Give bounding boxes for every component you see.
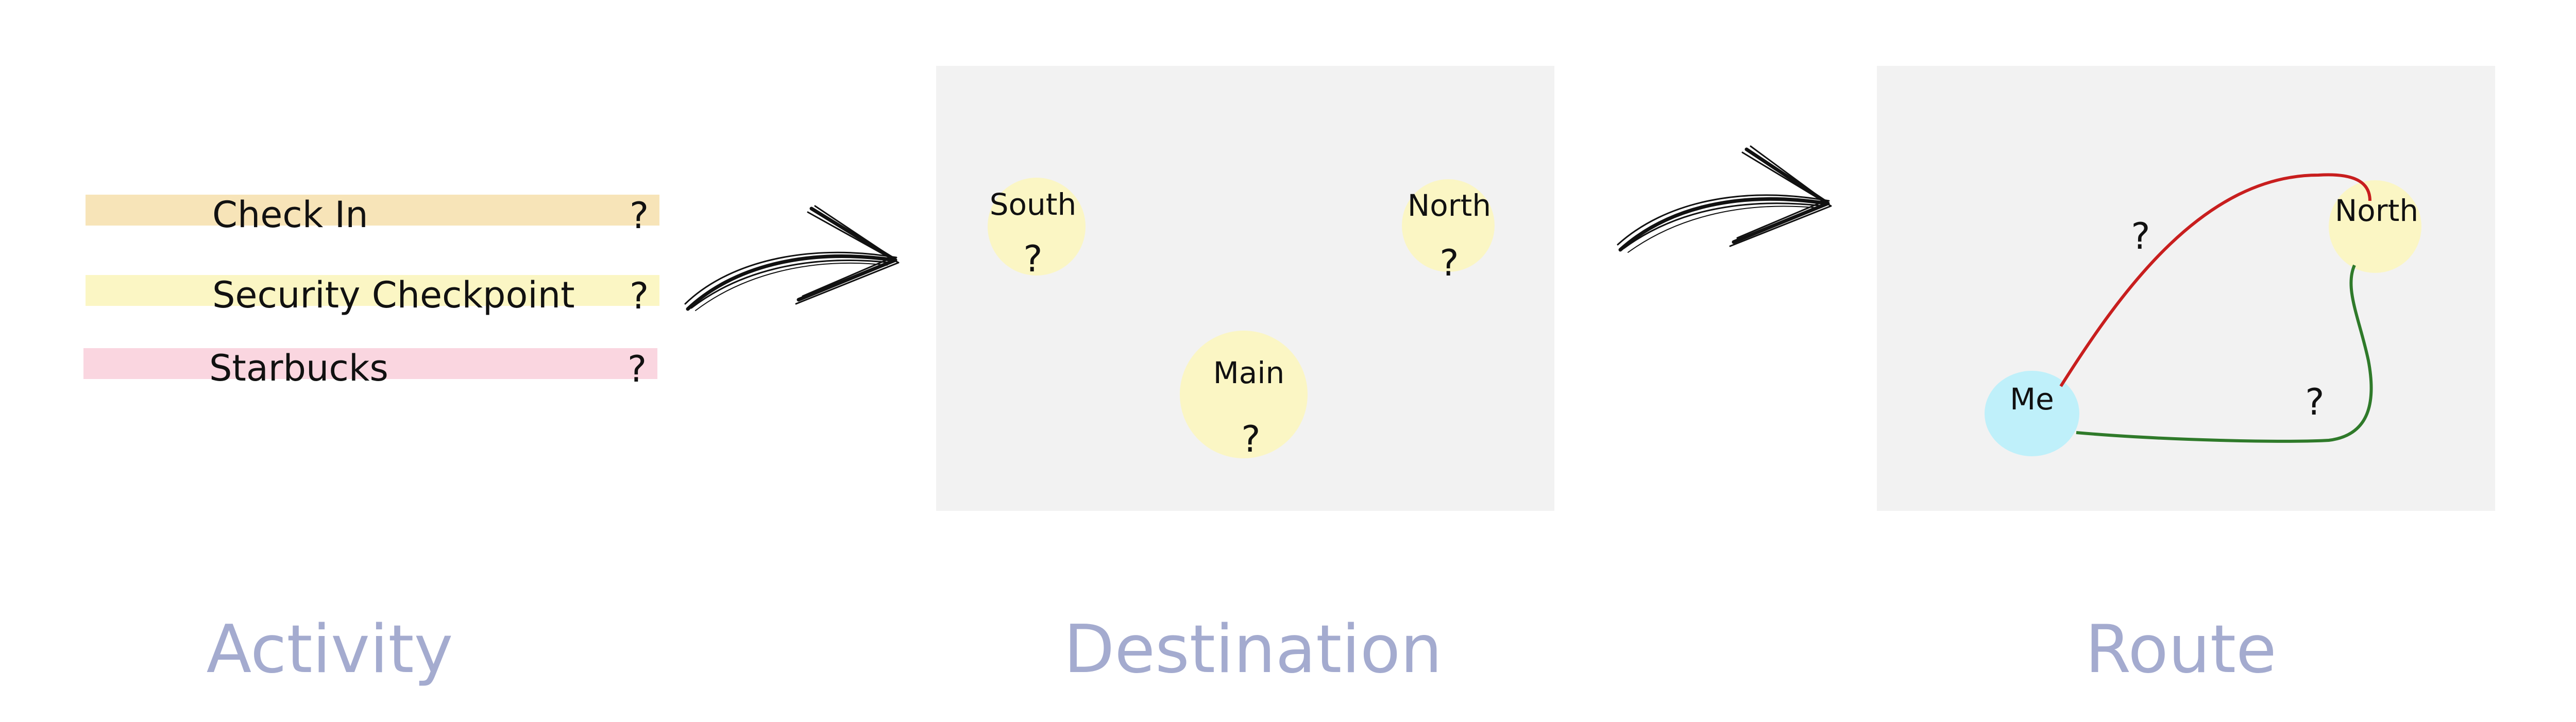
activity-item-mark: ?: [630, 275, 649, 317]
route-line-green: [2076, 264, 2373, 443]
destination-node-south: [988, 178, 1086, 276]
activity-item-label: Starbucks: [209, 347, 388, 389]
route-mark: ?: [2131, 215, 2150, 257]
activity-item-mark: ?: [630, 195, 649, 237]
route-panel: [1877, 66, 2495, 511]
sketch-arrow-icon: [684, 205, 900, 311]
caption-destination: Destination: [1063, 611, 1443, 688]
route-node-north: [2329, 180, 2421, 273]
caption-activity: Activity: [206, 611, 453, 688]
destination-node-mark: ?: [1023, 238, 1043, 280]
activity-item-security-checkpoint: [86, 275, 659, 306]
activity-item-label: Security Checkpoint: [212, 274, 575, 316]
activity-item-label: Check In: [212, 194, 368, 236]
destination-node-label: South: [989, 187, 1077, 222]
destination-node-mark: ?: [1241, 418, 1261, 460]
destination-node-label: Main: [1213, 355, 1285, 390]
route-mark: ?: [2305, 381, 2325, 423]
activity-item-starbucks: [83, 348, 657, 379]
activity-item-check-in: [86, 195, 659, 226]
destination-node-label: North: [1407, 188, 1492, 223]
sketch-arrow-icon: [1617, 145, 1832, 253]
route-node-label: Me: [2010, 382, 2054, 417]
route-line-red: [2059, 173, 2371, 387]
route-node-label: North: [2334, 193, 2419, 228]
destination-node-main: [1180, 331, 1308, 458]
destination-node-mark: ?: [1439, 242, 1459, 284]
caption-route: Route: [2085, 611, 2277, 688]
route-node-me: [1985, 371, 2079, 456]
destination-node-north: [1402, 179, 1495, 272]
activity-item-mark: ?: [628, 348, 647, 390]
